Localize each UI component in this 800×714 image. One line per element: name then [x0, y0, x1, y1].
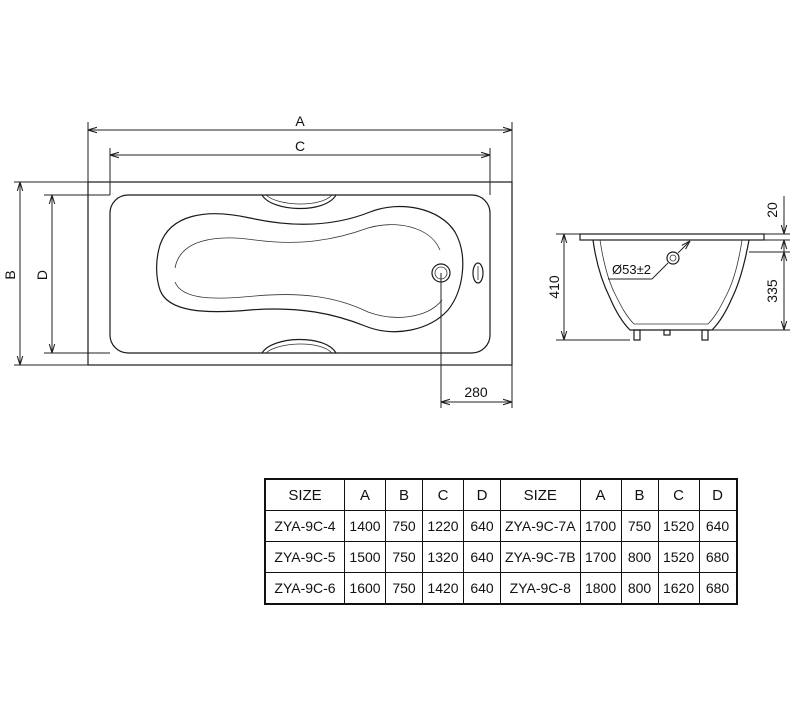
table-cell: 750 [385, 541, 423, 573]
table-cell: 1700 [579, 510, 622, 542]
dimension-drain-label: 280 [464, 384, 488, 400]
side-foot-left [633, 329, 641, 341]
table-cell: 1600 [344, 572, 386, 605]
tub-inner-basin [109, 194, 491, 354]
header-b: B [385, 478, 423, 511]
table-cell: 1400 [344, 510, 386, 542]
table-cell: 1420 [422, 572, 464, 605]
header-c-2: C [657, 478, 700, 511]
table-cell: 800 [620, 541, 659, 573]
dimension-d-label: D [34, 270, 50, 280]
table-cell: 1800 [579, 572, 622, 605]
header-size: SIZE [264, 478, 345, 511]
top-armrest [261, 194, 337, 210]
table-cell: 1620 [657, 572, 700, 605]
side-foot-right [701, 329, 709, 341]
table-row: ZYA-9C-5 1500 750 1320 640 ZYA-9C-7B 170… [264, 541, 738, 573]
header-d-2: D [698, 478, 738, 511]
header-size-2: SIZE [500, 478, 581, 511]
plan-view: A C B D 280 [2, 113, 513, 408]
table-header-row: SIZE A B C D SIZE A B C D [264, 478, 738, 511]
header-a-2: A [579, 478, 622, 511]
table-cell: 1700 [579, 541, 622, 573]
table-cell: 800 [620, 572, 659, 605]
table-cell: 640 [463, 572, 501, 605]
side-rim [579, 233, 765, 241]
side-overflow-hole [666, 251, 680, 265]
table-cell: 750 [385, 510, 423, 542]
table-cell: ZYA-9C-5 [264, 541, 345, 573]
header-d: D [463, 478, 501, 511]
table-cell: ZYA-9C-6 [264, 572, 345, 605]
overflow-hole [472, 262, 484, 284]
table-cell: 680 [698, 541, 738, 573]
bottom-armrest [261, 338, 337, 354]
header-b-2: B [620, 478, 659, 511]
table-cell: 1500 [344, 541, 386, 573]
table-cell: 750 [620, 510, 659, 542]
table-cell: 640 [463, 510, 501, 542]
tub-outer-rim [87, 181, 513, 366]
table-cell: ZYA-9C-8 [500, 572, 581, 605]
table-cell: 1320 [422, 541, 464, 573]
header-c: C [422, 478, 464, 511]
dimension-20-label: 20 [764, 202, 780, 218]
table-cell: 1520 [657, 510, 700, 542]
side-foot-mid [663, 329, 671, 336]
technical-drawing: A C B D 280 [2, 113, 790, 408]
table-cell: 680 [698, 572, 738, 605]
side-body-profile [592, 239, 750, 331]
table-row: ZYA-9C-4 1400 750 1220 640 ZYA-9C-7A 170… [264, 510, 738, 542]
table-cell: ZYA-9C-4 [264, 510, 345, 542]
dimension-335-label: 335 [764, 279, 780, 303]
table-cell: 1520 [657, 541, 700, 573]
table-cell: 1220 [422, 510, 464, 542]
table-cell: 640 [463, 541, 501, 573]
dimension-a-label: A [295, 113, 305, 129]
overflow-diameter-label: Ø53±2 [612, 262, 651, 277]
table-cell: ZYA-9C-7B [500, 541, 581, 573]
table-cell: ZYA-9C-7A [500, 510, 581, 542]
side-view: Ø53±2 410 335 20 [546, 196, 790, 341]
table-cell: 750 [385, 572, 423, 605]
table-cell: 640 [698, 510, 738, 542]
header-a: A [344, 478, 386, 511]
dimension-c-label: C [295, 138, 305, 154]
size-table: SIZE A B C D SIZE A B C D ZYA-9C-4 1400 … [264, 478, 738, 605]
dimension-b-label: B [2, 270, 18, 279]
table-row: ZYA-9C-6 1600 750 1420 640 ZYA-9C-8 1800… [264, 572, 738, 605]
body-contour [156, 205, 464, 333]
dimension-410-label: 410 [546, 275, 562, 299]
